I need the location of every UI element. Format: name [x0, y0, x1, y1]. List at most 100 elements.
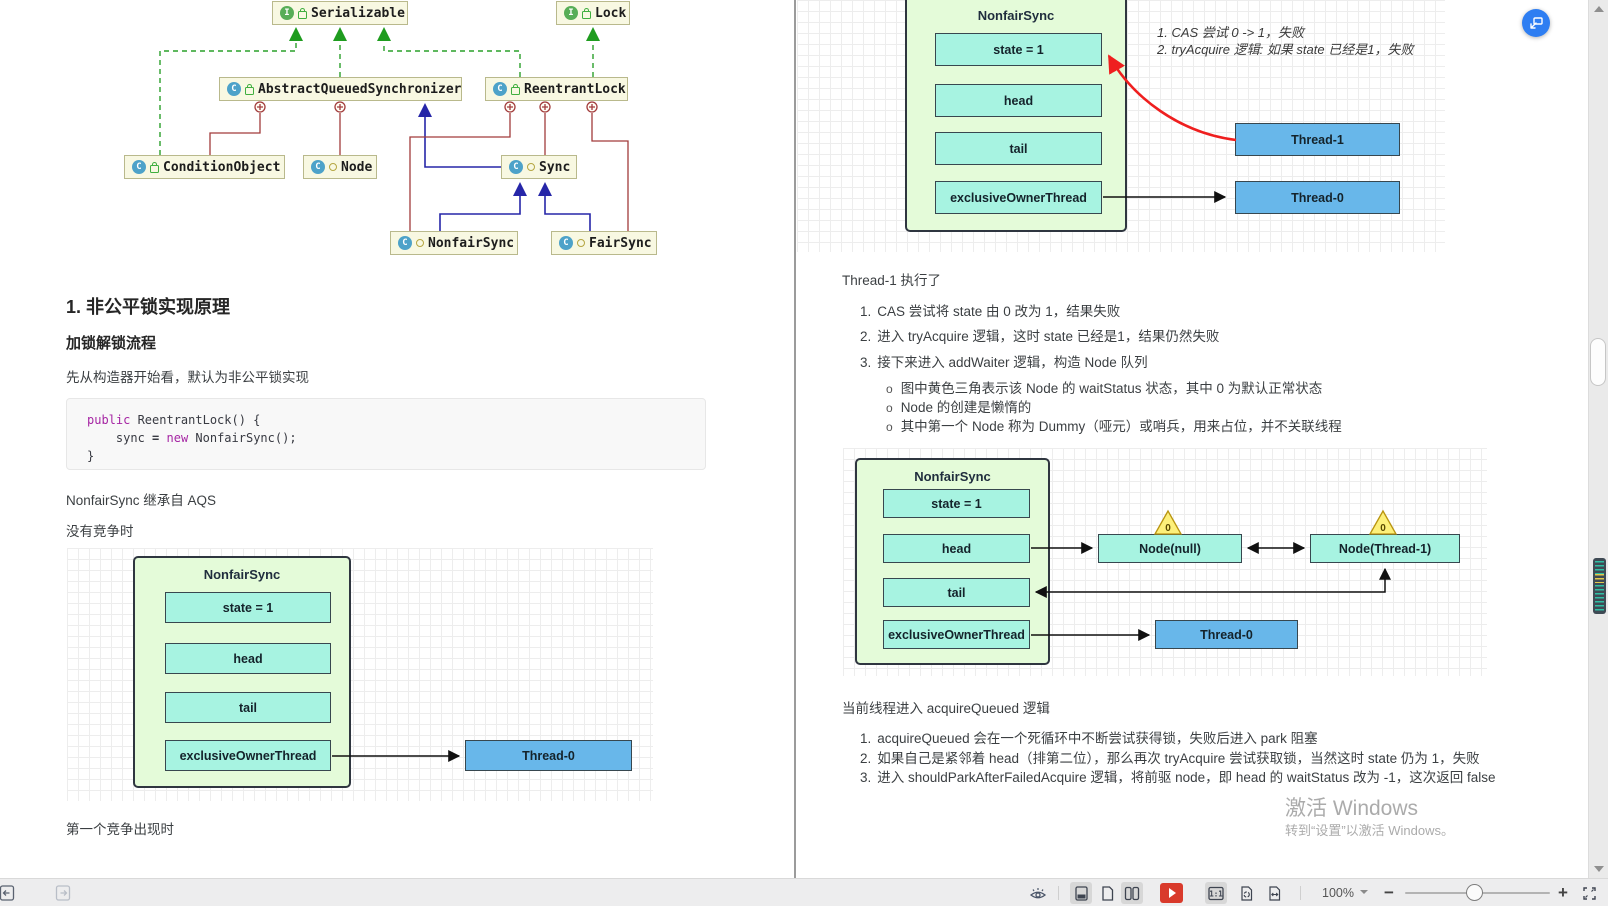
single-page-view-button[interactable]: [1096, 882, 1118, 904]
scrollbar-thumb[interactable]: [1590, 338, 1606, 386]
toolbar-separator: [1058, 886, 1059, 900]
class-icon: C: [132, 160, 146, 174]
presentation-play-button[interactable]: [1160, 883, 1183, 903]
field-tail: tail: [935, 132, 1102, 165]
thread1-box: Thread-1: [1235, 123, 1400, 156]
list-item: 3.进入 shouldParkAfterFailedAcquire 逻辑，将前驱…: [860, 770, 1496, 785]
field-exclusiveownerthread: exclusiveOwnerThread: [935, 181, 1102, 214]
section-heading: 1. 非公平锁实现原理: [66, 297, 231, 317]
field-tail: tail: [165, 692, 331, 723]
class-icon: C: [559, 236, 573, 250]
eye-protection-button[interactable]: [1027, 882, 1049, 904]
class-icon: C: [311, 160, 325, 174]
zoom-dropdown-caret[interactable]: [1360, 890, 1368, 894]
list-item: 1.CAS 尝试将 state 由 0 改为 1，结果失败: [860, 304, 1121, 319]
screen-cast-button[interactable]: [1522, 9, 1550, 37]
thread0-box: Thread-0: [465, 740, 632, 771]
uml-class-node: C Node: [303, 155, 377, 179]
package-private-icon: [577, 239, 585, 247]
fit-page-icon: [1240, 885, 1252, 901]
node-thread1-box: Node(Thread-1): [1310, 534, 1460, 563]
zoom-level-display[interactable]: 100%: [1322, 886, 1354, 900]
scroll-view-button[interactable]: [1070, 882, 1092, 904]
fit-width-icon: [1268, 885, 1280, 901]
uml-class-conditionobject: C ConditionObject: [124, 155, 285, 179]
jump-back-button[interactable]: [0, 882, 18, 904]
uml-connectors: [159, 27, 629, 231]
thread0-box: Thread-0: [1155, 620, 1298, 649]
list-item: 1.acquireQueued 会在一个死循环中不断尝试获得锁，失败后进入 pa…: [860, 731, 1318, 746]
code-keyword: new: [159, 431, 189, 445]
field-state: state = 1: [935, 33, 1102, 66]
scrollbar-minimap-widget[interactable]: [1593, 558, 1606, 614]
node-null-box: Node(null): [1098, 534, 1242, 563]
package-private-icon: [416, 239, 424, 247]
uml-class-aqs: C AbstractQueuedSynchronizer: [219, 77, 462, 101]
lock-visibility-icon: [511, 83, 520, 95]
class-icon: C: [227, 82, 241, 96]
paragraph: Thread-1 执行了: [842, 273, 942, 288]
uml-class-reentrantlock: C ReentrantLock: [485, 77, 628, 101]
field-head: head: [935, 84, 1102, 117]
lock-visibility-icon: [150, 161, 159, 173]
thread0-box: Thread-0: [1235, 181, 1400, 214]
field-tail: tail: [883, 578, 1030, 607]
paragraph: 当前线程进入 acquireQueued 逻辑: [842, 701, 1050, 716]
scrollbar-up-arrow[interactable]: [1594, 6, 1604, 12]
class-icon: C: [509, 160, 523, 174]
interface-icon: I: [280, 6, 294, 20]
class-icon: C: [493, 82, 507, 96]
field-head: head: [165, 643, 331, 674]
diagram-box-title: NonfairSync: [914, 469, 991, 484]
uml-class-nonfairsync: C NonfairSync: [390, 231, 518, 255]
lock-visibility-icon: [298, 7, 307, 19]
sub-heading: 加锁解锁流程: [66, 335, 157, 352]
two-page-icon: [1124, 886, 1140, 900]
page-divider: [794, 0, 796, 878]
fullscreen-icon: [1582, 886, 1596, 900]
windows-activation-watermark: 激活 Windows: [1285, 797, 1419, 820]
cast-screen-icon: [1530, 17, 1543, 29]
package-private-icon: [527, 163, 535, 171]
list-item: 3.接下来进入 addWaiter 逻辑，构造 Node 队列: [860, 355, 1148, 370]
field-head: head: [883, 534, 1030, 563]
lock-visibility-icon: [582, 7, 591, 19]
uml-class-lock: I Lock: [556, 1, 630, 25]
diagram-box-title: NonfairSync: [203, 567, 281, 582]
zoom-out-button[interactable]: −: [1384, 883, 1394, 902]
uml-class-serializable: I Serializable: [272, 1, 408, 25]
actual-size-button[interactable]: 1:1: [1205, 882, 1227, 904]
bottom-toolbar: 1:1 100% − +: [0, 878, 1608, 906]
fullscreen-button[interactable]: [1578, 882, 1600, 904]
diagram-box-title: NonfairSync: [977, 8, 1055, 23]
two-page-view-button[interactable]: [1121, 882, 1143, 904]
code-keyword: public: [87, 413, 131, 427]
uml-class-sync: C Sync: [501, 155, 577, 179]
package-private-icon: [329, 163, 337, 171]
eye-icon: [1029, 888, 1047, 899]
page-forward-icon: [55, 885, 71, 901]
paragraph: 第一个竞争出现时: [66, 822, 174, 837]
fit-page-button[interactable]: [1235, 882, 1257, 904]
uml-class-fairsync: C FairSync: [551, 231, 657, 255]
scroll-view-icon: [1074, 885, 1088, 901]
field-exclusiveownerthread: exclusiveOwnerThread: [165, 740, 331, 771]
code-block: public ReentrantLock() { sync = new Nonf…: [66, 398, 706, 470]
zoom-in-button[interactable]: +: [1558, 883, 1568, 902]
list-item: 2.进入 tryAcquire 逻辑，这时 state 已经是1，结果仍然失败: [860, 329, 1220, 344]
zoom-slider-knob[interactable]: [1466, 884, 1483, 901]
vertical-scrollbar[interactable]: [1588, 0, 1608, 878]
play-icon: [1169, 888, 1176, 898]
paragraph: NonfairSync 继承自 AQS: [66, 493, 217, 508]
jump-forward-button[interactable]: [52, 882, 74, 904]
actual-size-icon: 1:1: [1208, 886, 1224, 900]
class-icon: C: [398, 236, 412, 250]
fit-width-button[interactable]: [1263, 882, 1285, 904]
scrollbar-down-arrow[interactable]: [1594, 866, 1604, 872]
field-state: state = 1: [883, 489, 1030, 518]
page-right: NonfairSync state = 1 head tail exclusiv…: [795, 0, 1588, 878]
page-back-icon: [0, 885, 15, 901]
